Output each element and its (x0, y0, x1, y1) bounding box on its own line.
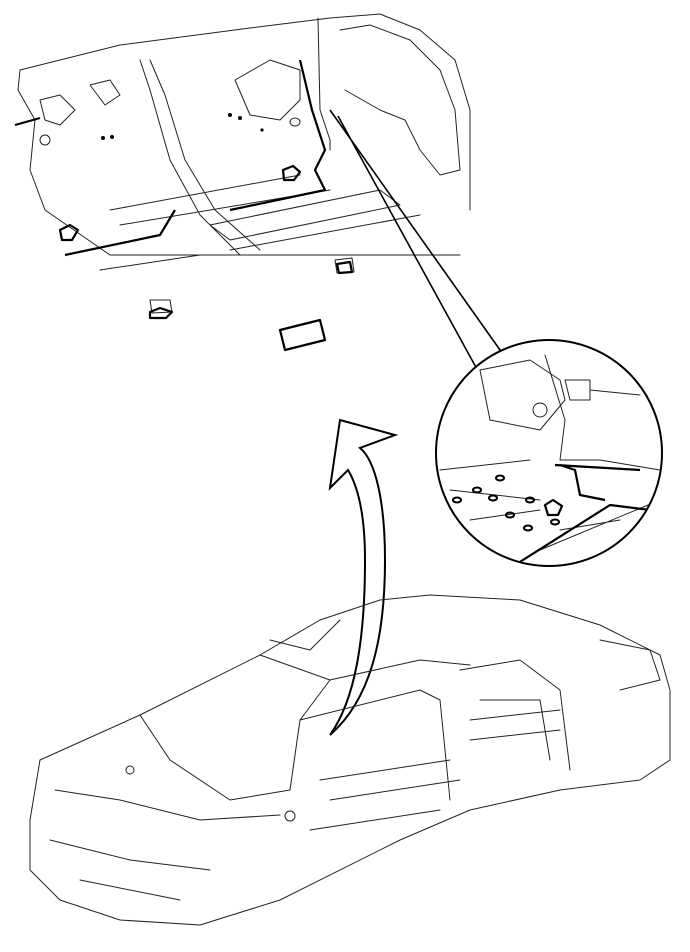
floor-detail-view (14, 13, 471, 352)
callout-leader-lines (329, 109, 506, 372)
car-body-view (29, 594, 671, 926)
magnify-callout-icon (435, 339, 663, 567)
curved-arrow-icon (328, 418, 399, 736)
